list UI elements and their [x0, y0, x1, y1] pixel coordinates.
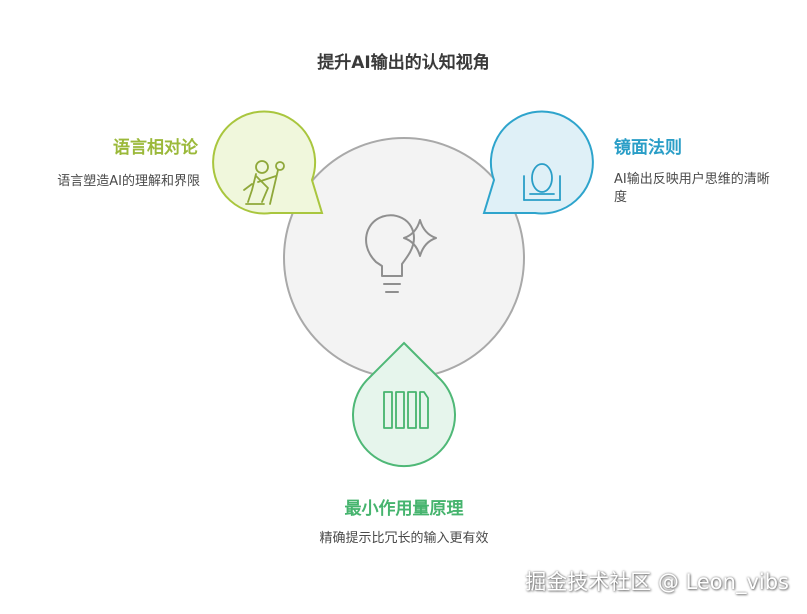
mirror-label: 镜面法则	[614, 138, 682, 158]
node-mirror	[482, 110, 594, 215]
mirror-description: AI输出反映用户思维的清晰度	[614, 172, 770, 205]
diagram-title: 提升AI输出的认知视角	[317, 53, 490, 73]
watermark: 掘金技术社区 @ Leon_vibs	[525, 570, 789, 594]
language-description: 语言塑造AI的理解和界限	[57, 174, 200, 189]
bars-icon	[383, 391, 429, 429]
figure-with-staff-icon	[243, 160, 285, 205]
minimal-description: 精确提示比冗长的输入更有效	[319, 531, 489, 546]
lightbulb-sparkle-icon	[365, 214, 437, 293]
node-minimal	[352, 341, 456, 468]
mirror-icon	[523, 163, 561, 201]
language-label: 语言相对论	[113, 138, 198, 158]
minimal-label: 最小作用量原理	[344, 499, 464, 519]
node-language	[212, 110, 324, 215]
